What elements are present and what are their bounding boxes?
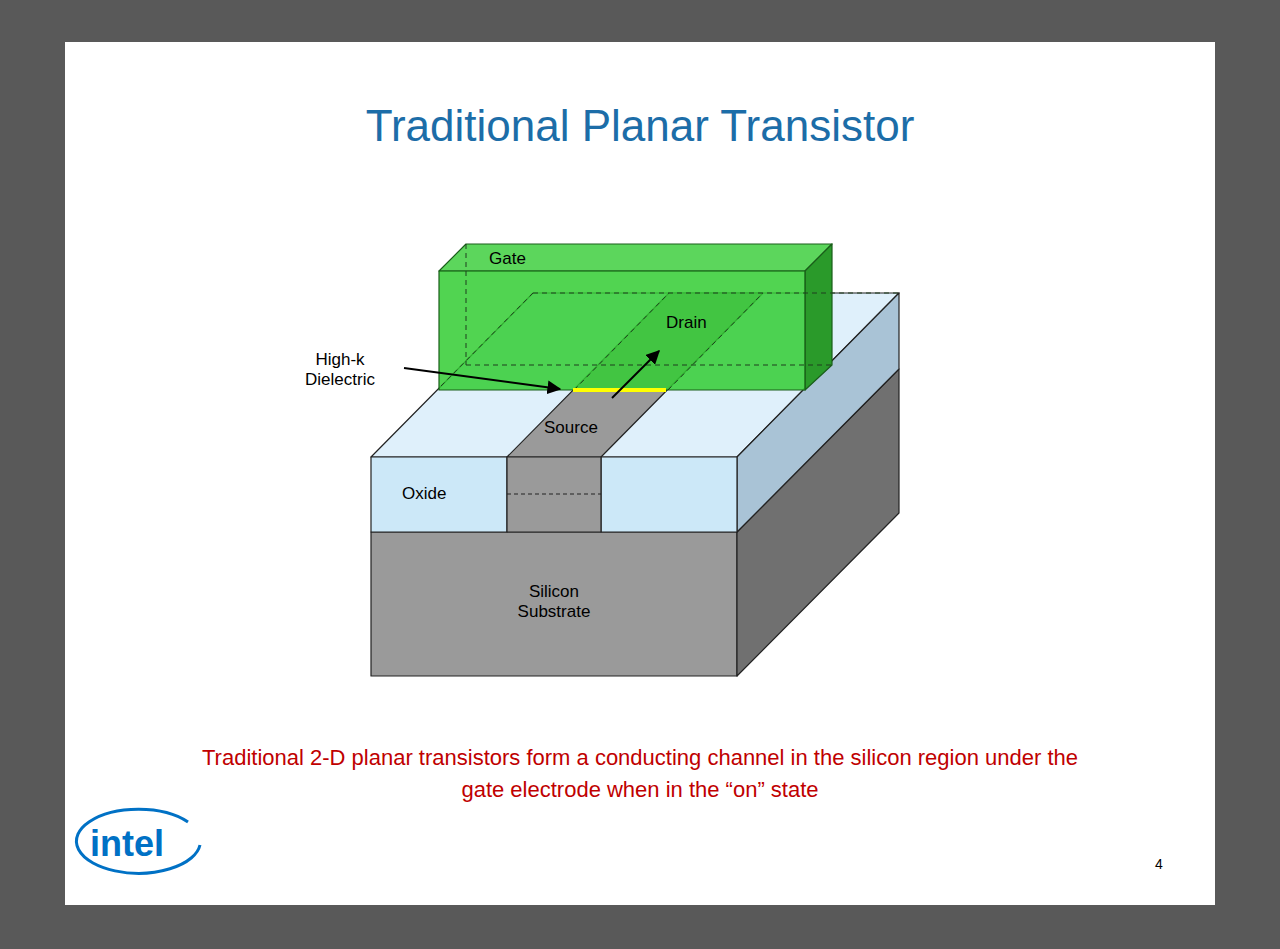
hidden-edge [507, 494, 601, 495]
source-label: Source [544, 418, 598, 438]
silicon-strip-front [507, 457, 601, 532]
hidden-edge [668, 293, 763, 390]
dielectric-label: High-k Dielectric [290, 350, 390, 391]
drain-label: Drain [666, 313, 707, 333]
hidden-edge [466, 365, 832, 366]
substrate-label: Silicon Substrate [504, 582, 604, 623]
oxide-label: Oxide [402, 484, 446, 504]
hidden-edge [533, 293, 899, 294]
gate-front [439, 271, 805, 390]
logo-swoosh [76, 809, 200, 873]
hidden-edge [466, 244, 467, 365]
hidden-edge [574, 293, 669, 390]
gate-label: Gate [489, 249, 526, 269]
slide-title: Traditional Planar Transistor [140, 100, 1140, 153]
current-arrow [612, 351, 659, 398]
leader-arrow [404, 368, 560, 389]
hidden-edge [441, 293, 533, 386]
page-number: 4 [1155, 856, 1163, 873]
gate-top [439, 244, 832, 271]
oxide-front-right [601, 457, 737, 532]
logo-text: intel [90, 822, 164, 865]
oxide-front-left [371, 457, 507, 532]
gate-side [805, 244, 832, 390]
slide-caption: Traditional 2-D planar transistors form … [200, 742, 1080, 806]
substrate-front [371, 532, 737, 676]
